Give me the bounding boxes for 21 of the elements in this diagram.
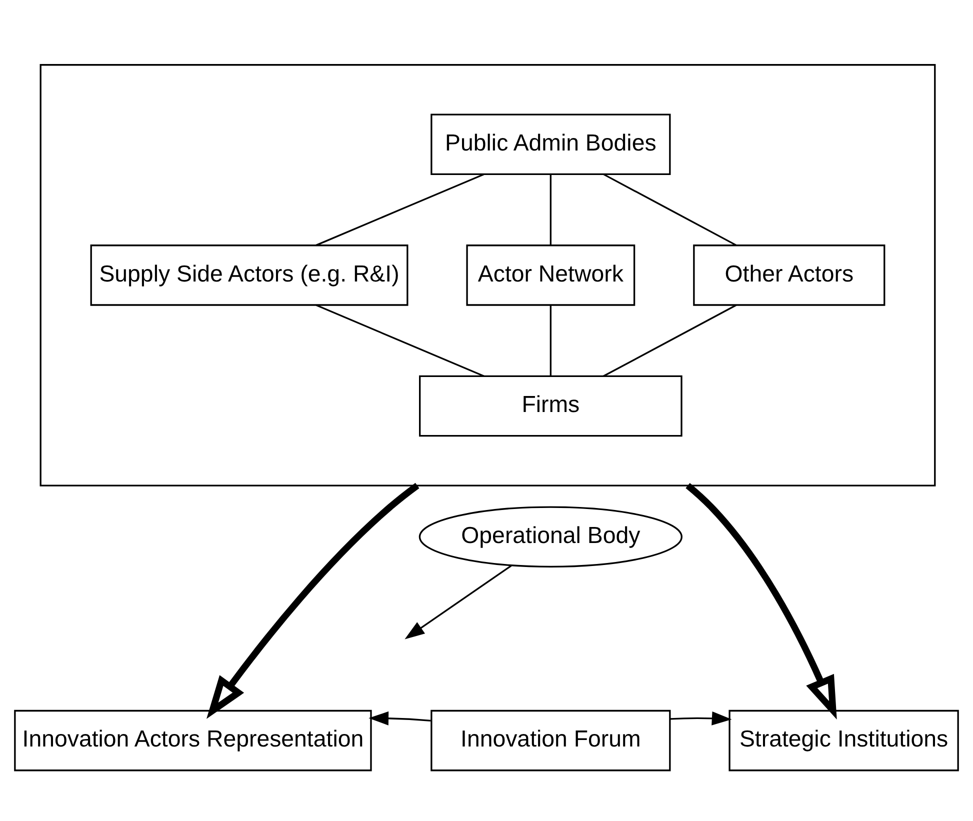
cluster bbox=[40, 64, 936, 486]
arrow bbox=[404, 564, 512, 639]
connector bbox=[603, 173, 737, 246]
node-box: Firms bbox=[419, 374, 682, 436]
node-ellipse: Operational Body bbox=[418, 506, 682, 567]
connector bbox=[550, 174, 552, 245]
connector bbox=[316, 173, 484, 246]
arrow bbox=[670, 710, 732, 725]
node-box: Strategic Institutions bbox=[728, 709, 959, 771]
arrow bbox=[368, 710, 431, 725]
node-box: Other Actors bbox=[693, 244, 886, 306]
node-box: Innovation Forum bbox=[430, 709, 671, 771]
node-box: Public Admin Bodies bbox=[430, 113, 671, 174]
node-box: Innovation Actors Representation bbox=[14, 709, 372, 771]
connector bbox=[603, 304, 737, 376]
connector bbox=[316, 304, 484, 376]
connector bbox=[550, 304, 552, 376]
node-box: Supply Side Actors (e.g. R&I) bbox=[90, 244, 408, 306]
arrow bbox=[686, 482, 837, 720]
node-box: Actor Network bbox=[466, 244, 636, 306]
arrow bbox=[206, 482, 420, 718]
